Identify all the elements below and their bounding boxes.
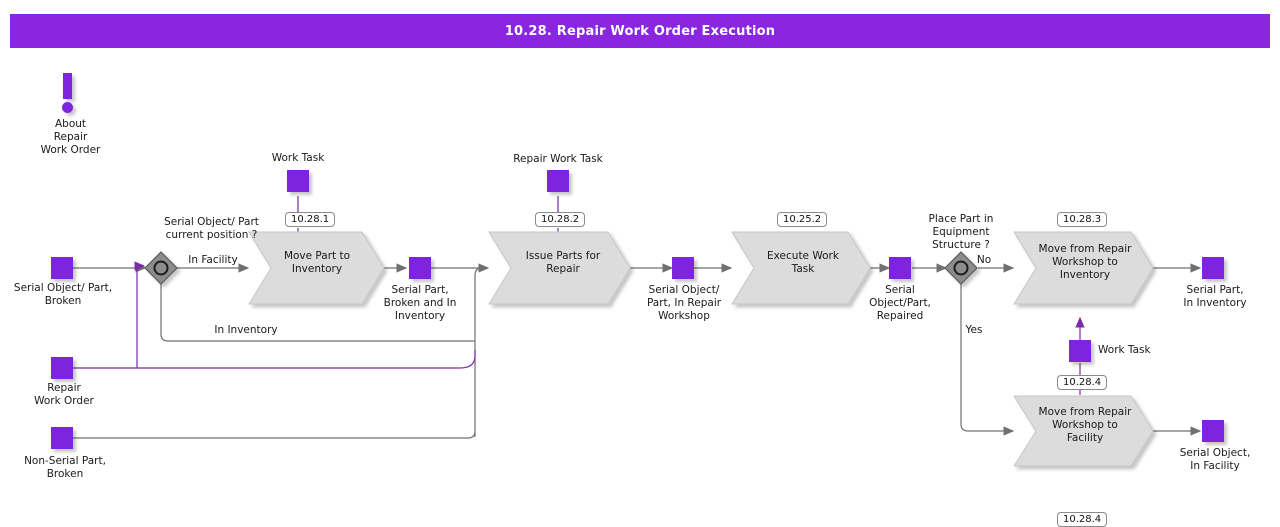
- task-code-10-25-2: 10.25.2: [777, 212, 828, 227]
- task-code-10-28-3: 10.28.3: [1057, 212, 1108, 227]
- data-object-serial-broken[interactable]: [51, 257, 73, 279]
- task-10-28-2-label[interactable]: Issue Parts for Repair: [525, 250, 601, 275]
- data-object-serial-part-in-inventory[interactable]: [1202, 257, 1224, 279]
- artifact-repair-work-task[interactable]: [547, 170, 569, 192]
- data-object-serial-part-inventory[interactable]: [409, 257, 431, 279]
- task-code-10-28-4: 10.28.4: [1057, 512, 1108, 527]
- task-10-28-4-label[interactable]: Move from Repair Workshop to Facility: [1038, 406, 1132, 444]
- task-10-25-2-label[interactable]: Execute Work Task: [767, 250, 839, 275]
- task-code-10-28-1: 10.28.1: [285, 212, 336, 227]
- artifact-work-task-1[interactable]: [287, 170, 309, 192]
- data-object-serial-repaired[interactable]: [889, 257, 911, 279]
- task-code-10-28-4-visible: 10.28.4: [1057, 375, 1108, 390]
- data-object-repair-work-order[interactable]: [51, 357, 73, 379]
- connector-layer: [73, 196, 1202, 467]
- task-10-28-1-label[interactable]: Move Part to Inventory: [283, 250, 351, 275]
- task-10-28-3-label[interactable]: Move from Repair Workshop to Inventory: [1038, 243, 1132, 281]
- page-title: 10.28. Repair Work Order Execution: [504, 23, 776, 39]
- artifact-work-task-2[interactable]: [1069, 340, 1091, 362]
- task-code-10-28-2: 10.28.2: [535, 212, 586, 227]
- page-title-bar: 10.28. Repair Work Order Execution: [10, 14, 1270, 48]
- data-object-serial-workshop[interactable]: [672, 257, 694, 279]
- data-object-serial-in-facility[interactable]: [1202, 420, 1224, 442]
- data-object-nonserial-broken[interactable]: [51, 427, 73, 449]
- diagram-canvas: 10.28. Repair Work Order Execution: [10, 14, 1270, 527]
